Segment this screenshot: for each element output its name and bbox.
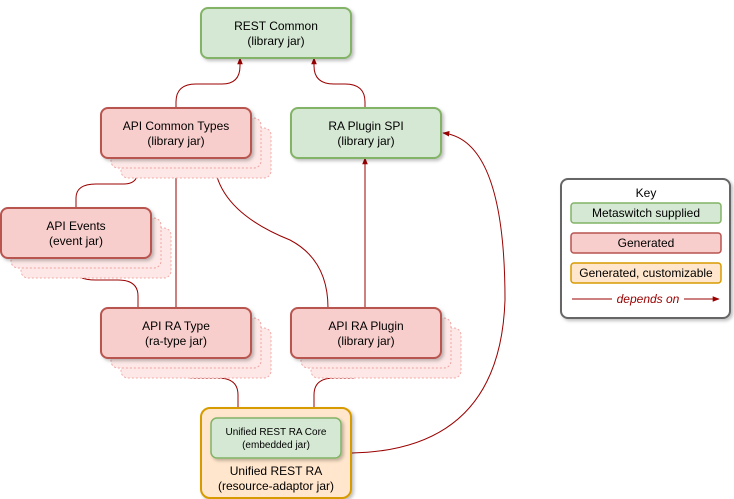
- node-api-ra-plugin: API RA Plugin (library jar): [290, 307, 462, 379]
- node-title: API RA Plugin: [328, 319, 403, 333]
- edge-unified-ra-to-ra-plugin-spi: [351, 130, 506, 454]
- node-unified-rest-ra-core: [210, 417, 342, 459]
- edge-api-common-types-to-rest-common: [175, 57, 243, 108]
- legend-swatch-generated-customizable: [570, 262, 722, 284]
- node-api-events: API Events (event jar): [0, 207, 172, 279]
- dependency-edges: [73, 57, 506, 454]
- node-title: API Common Types: [123, 119, 230, 133]
- node-title: Unified REST RA Core: [226, 427, 327, 438]
- node-unified-rest-ra: Unified REST RA Core (embedded jar) Unif…: [200, 407, 352, 499]
- node-subtitle: (event jar): [49, 234, 103, 248]
- node-ra-plugin-spi: RA Plugin SPI (library jar): [290, 107, 442, 159]
- node-subtitle: (library jar): [337, 334, 394, 348]
- node-subtitle: (ra-type jar): [145, 334, 207, 348]
- edge-ra-plugin-spi-to-rest-common: [311, 57, 366, 108]
- node-subtitle: (library jar): [247, 34, 304, 48]
- node-title: RA Plugin SPI: [328, 119, 403, 133]
- legend-swatch-generated: [570, 232, 722, 254]
- legend-swatch-metaswitch: [570, 202, 722, 224]
- legend-label-generated: Generated: [618, 236, 675, 250]
- node-api-common-types: API Common Types (library jar): [100, 107, 272, 179]
- node-rest-common: REST Common (library jar): [200, 7, 352, 59]
- edge-api-ra-plugin-to-api-common-types: [211, 157, 329, 309]
- node-subtitle: (embedded jar): [242, 440, 310, 451]
- legend-title: Key: [636, 186, 657, 200]
- legend: Key Metaswitch supplied Generated Genera…: [560, 178, 731, 319]
- node-subtitle: (library jar): [147, 134, 204, 148]
- legend-label-generated-customizable: Generated, customizable: [579, 266, 713, 280]
- legend-depends-on: depends on: [617, 292, 680, 306]
- node-subtitle: (library jar): [337, 134, 394, 148]
- node-title: API RA Type: [142, 319, 210, 333]
- legend-label-metaswitch: Metaswitch supplied: [592, 206, 700, 220]
- node-title: Unified REST RA: [230, 464, 322, 478]
- node-title: API Events: [46, 219, 105, 233]
- node-api-ra-type: API RA Type (ra-type jar): [100, 307, 272, 379]
- node-title: REST Common: [234, 19, 318, 33]
- node-subtitle: (resource-adaptor jar): [218, 479, 334, 493]
